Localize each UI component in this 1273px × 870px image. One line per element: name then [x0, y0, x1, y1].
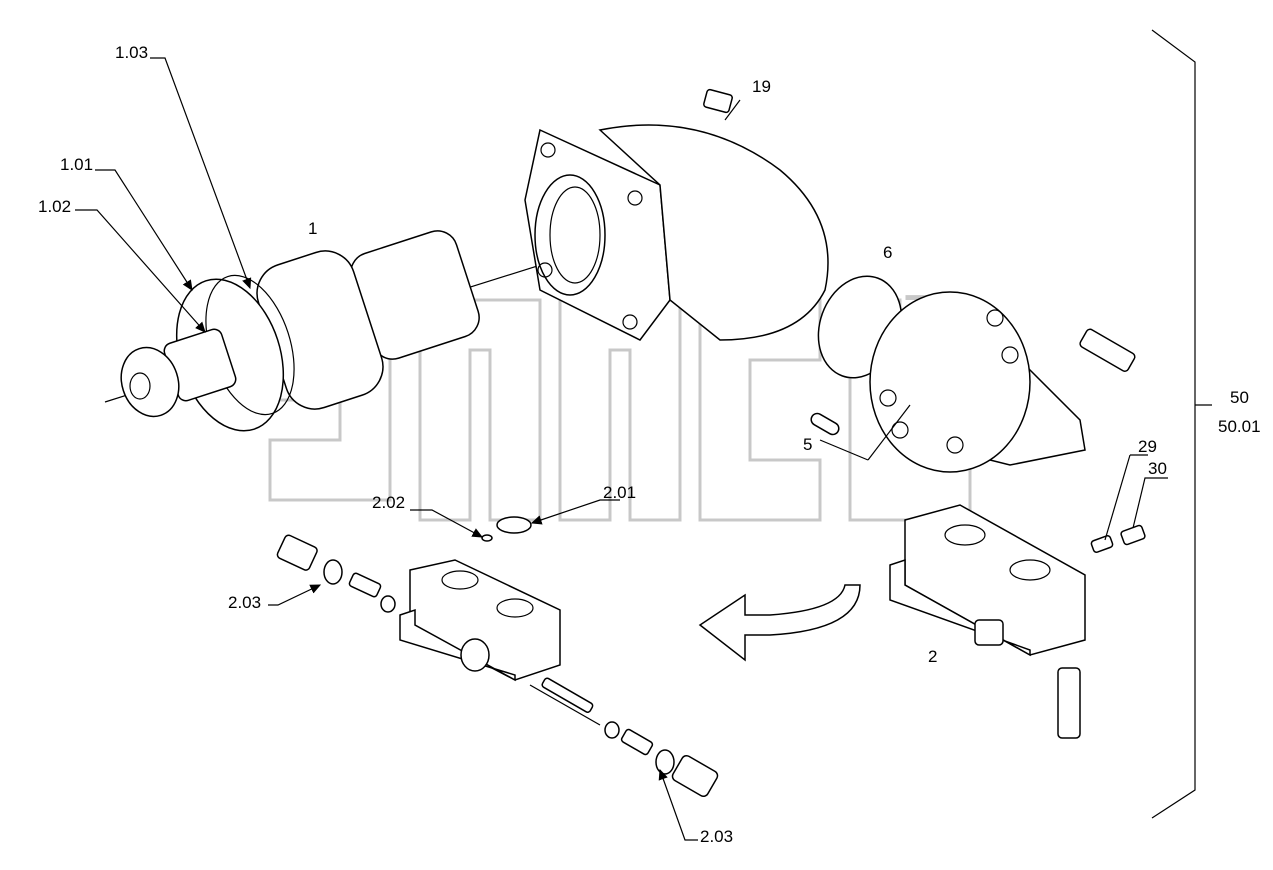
label-1-01: 1.01 — [60, 155, 93, 174]
label-1: 1 — [308, 219, 317, 238]
label-2-03-upper: 2.03 — [228, 593, 261, 612]
housing-elbow-part — [524, 124, 829, 341]
label-1-02: 1.02 — [38, 197, 71, 216]
label-30: 30 — [1148, 459, 1167, 478]
plug-part-19 — [703, 88, 733, 114]
label-19: 19 — [752, 77, 771, 96]
bottom-bolt-part — [1057, 667, 1081, 739]
valve-block-exploded — [399, 559, 561, 682]
label-2: 2 — [928, 647, 937, 666]
label-5: 5 — [803, 435, 812, 454]
o-ring-part-2-01 — [496, 516, 532, 534]
label-2-02: 2.02 — [372, 493, 405, 512]
valve-block-part-2 — [889, 504, 1086, 657]
end-cover-part — [869, 291, 1086, 473]
relief-valve-parts-upper — [276, 534, 396, 613]
label-1-03: 1.03 — [115, 43, 148, 62]
assembly-bracket — [1151, 29, 1212, 819]
screw-part-30 — [1120, 524, 1146, 546]
o-ring-part-2-02 — [481, 534, 493, 542]
assembly-direction-arrow — [698, 584, 861, 662]
leader-lines — [75, 57, 1168, 841]
label-50-01: 50.01 — [1218, 417, 1261, 436]
label-29: 29 — [1138, 437, 1157, 456]
relief-valve-parts-lower — [529, 677, 719, 798]
pin-part-5 — [810, 412, 840, 436]
label-2-03-lower: 2.03 — [700, 827, 733, 846]
label-2-01: 2.01 — [603, 483, 636, 502]
label-50: 50 — [1230, 388, 1249, 407]
rotor-group-part — [120, 230, 480, 432]
bolt-part — [1079, 328, 1136, 372]
label-6: 6 — [883, 243, 892, 262]
screw-part-29 — [1090, 535, 1114, 553]
